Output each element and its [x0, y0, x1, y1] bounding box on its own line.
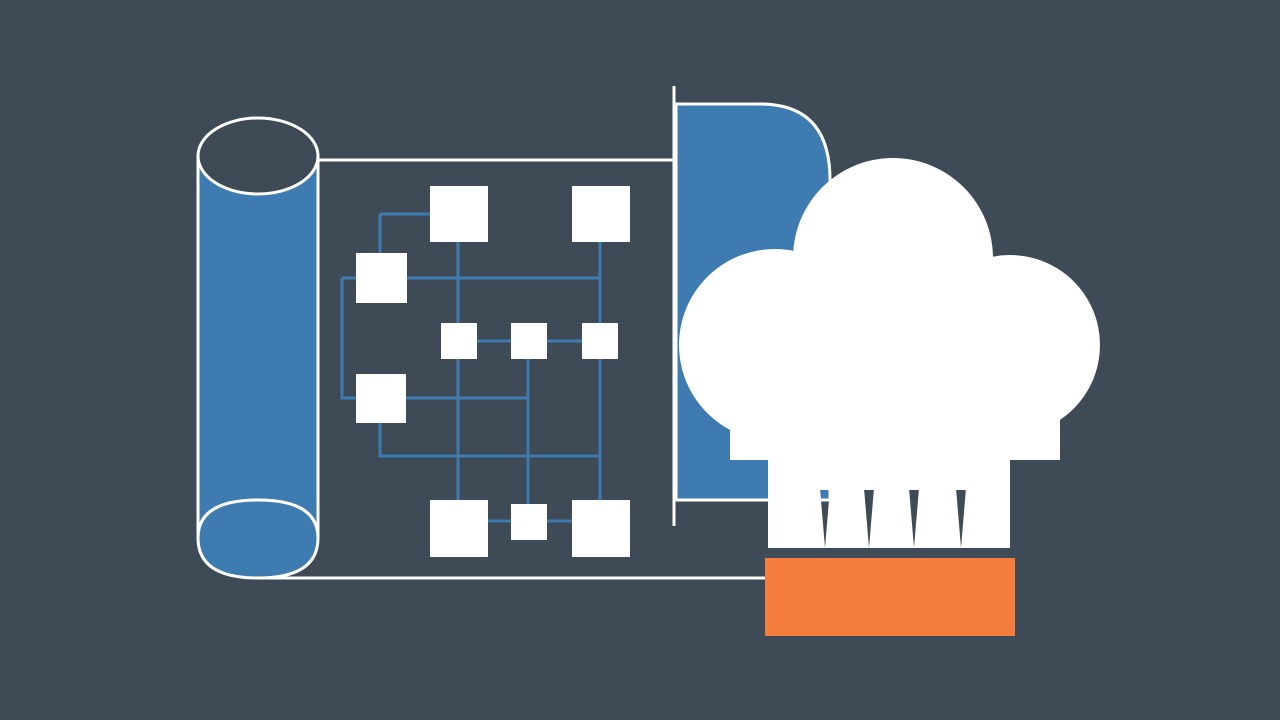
diagram-nodes: [356, 186, 630, 557]
chef-hat-pleats: [768, 488, 1010, 548]
scroll-left-roll-bottom: [196, 498, 320, 539]
diagram-node: [511, 323, 547, 359]
diagram-node: [441, 323, 477, 359]
scroll-left-roll-top: [196, 116, 320, 196]
diagram-node: [572, 500, 630, 557]
diagram-node: [582, 323, 618, 359]
diagram-node: [511, 504, 547, 540]
chef-hat-band: [765, 558, 1015, 636]
scroll-left-roll-body: [196, 154, 320, 580]
scroll-sheet-outline: [258, 158, 800, 580]
diagram-node: [430, 500, 488, 557]
diagram-node: [430, 186, 488, 242]
diagram-connector-lines: [340, 212, 602, 530]
network-diagram-icon: [340, 186, 630, 557]
diagram-node: [572, 186, 630, 242]
chef-hat-puff: [679, 158, 1100, 490]
chef-hat-icon: [679, 158, 1100, 636]
diagram-node: [356, 374, 406, 423]
diagram-node: [356, 253, 407, 303]
